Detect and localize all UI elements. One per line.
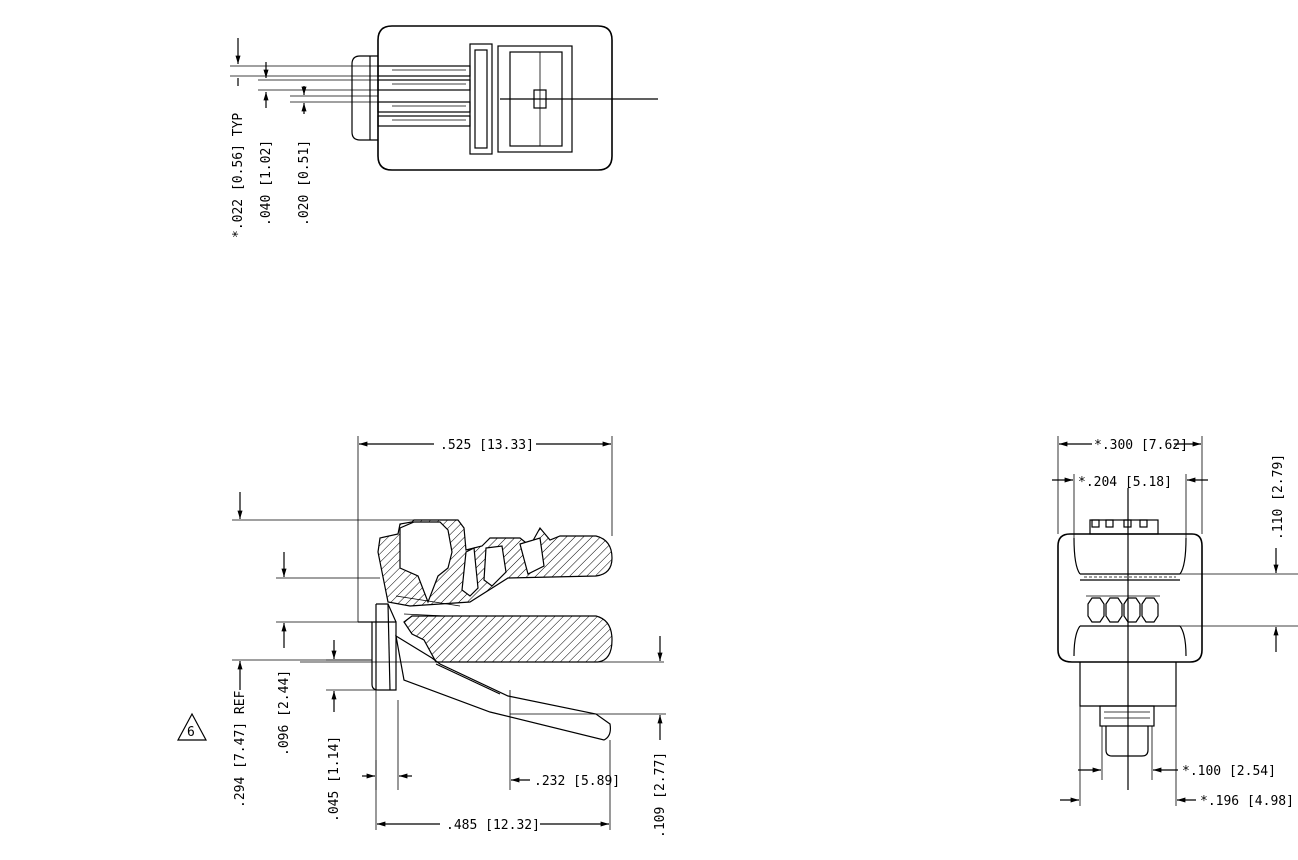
dim-height-ref: .294 [7.47] REF xyxy=(233,690,248,808)
dim-height: .110 [2.79] xyxy=(1271,454,1286,540)
dim-inner-width: *.204 [5.18] xyxy=(1078,475,1172,490)
dim-latch-length: .485 [12.32] xyxy=(446,818,540,833)
side-view: .525 [13.33] .485 [12.32] .294 [7.47] RE… xyxy=(176,436,668,838)
front-contacts xyxy=(1086,595,1160,623)
dim-latch-offset: .096 [2.44] xyxy=(277,670,292,756)
dim-contact-width: *.022 [0.56] TYP xyxy=(231,113,246,238)
front-view: *.300 [7.62] *.204 [5.18] .110 [2.79] *.… xyxy=(1052,436,1298,809)
dim-contact-gap: .020 [0.51] xyxy=(297,140,312,226)
dim-base-width: *.196 [4.98] xyxy=(1200,794,1294,809)
note-flag-triangle: 6 xyxy=(176,712,208,741)
dim-latch-tip: .232 [5.89] xyxy=(534,774,620,789)
front-view-dimensions xyxy=(1052,436,1298,806)
top-view: *.022 [0.56] TYP .040 [1.02] .020 [0.51] xyxy=(230,25,658,238)
side-view-body xyxy=(358,519,613,741)
dim-latch-width: *.100 [2.54] xyxy=(1182,764,1276,779)
side-view-dimensions xyxy=(232,436,666,830)
dim-overall-length: .525 [13.33] xyxy=(440,438,534,453)
front-view-body xyxy=(1057,488,1203,790)
dim-contact-pitch: .040 [1.02] xyxy=(259,140,274,226)
note-flag-number: 6 xyxy=(187,725,195,740)
top-view-body xyxy=(351,25,658,171)
top-view-dimensions xyxy=(230,38,378,114)
dim-outer-width: *.300 [7.62] xyxy=(1094,438,1188,453)
dim-latch-thickness: .045 [1.14] xyxy=(327,736,342,822)
dim-latch-drop: .109 [2.77] xyxy=(653,752,668,838)
